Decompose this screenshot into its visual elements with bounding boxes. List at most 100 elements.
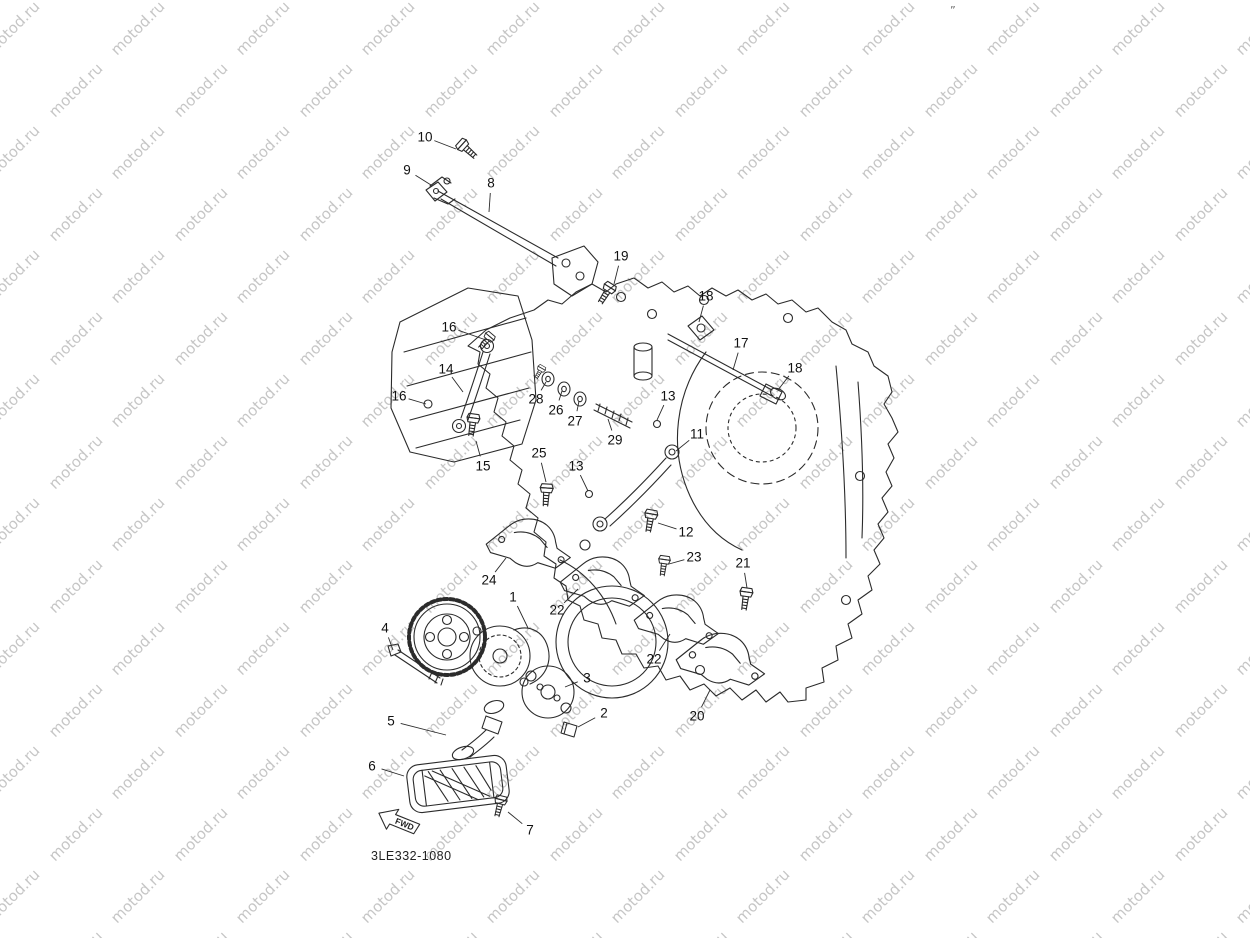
watermark-text: motod.ru [482,0,543,59]
watermark-text: motod.ru [607,741,668,802]
watermark-text: motod.ru [857,245,918,306]
watermark-text: motod.ru [982,865,1043,926]
watermark-text: motod.ru [545,803,606,864]
callout-3: 3 [583,671,591,686]
watermark-text: motod.ru [357,245,418,306]
callout-leader-13 [656,404,665,421]
callout-13: 13 [660,389,675,404]
watermark-text: motod.ru [295,803,356,864]
watermark-text: motod.ru [1107,865,1168,926]
engine-cover-outline [390,287,537,463]
watermark-text: motod.ru [732,617,793,678]
callout-26: 26 [548,403,563,418]
callout-29: 29 [607,433,622,448]
watermark-text: motod.ru [232,493,293,554]
watermark-text: motod.ru [1107,245,1168,306]
watermark-text: motod.ru [607,865,668,926]
watermark-text: motod.ru [1107,369,1168,430]
watermark-text: motod.ru [857,865,918,926]
callout-leader-1 [516,605,529,629]
callout-18: 18 [787,361,802,376]
callout-leader-13 [579,474,589,492]
oil-strainer [406,754,510,814]
watermark-text: motod.ru [1170,431,1231,492]
watermark-text: motod.ru [170,59,231,120]
callout-8: 8 [487,176,495,191]
bolt-23 [655,554,672,577]
callout-4: 4 [381,621,389,636]
callout-7: 7 [526,823,534,838]
watermark-text: motod.ru [607,121,668,182]
watermark-text: motod.ru [920,431,981,492]
watermark-text: motod.ru [670,927,731,938]
callout-leader-29 [607,418,613,431]
bolt-21 [736,586,754,612]
watermark-text: motod.ru [1232,245,1250,306]
callout-16: 16 [391,389,406,404]
watermark-text: motod.ru [0,121,43,182]
watermark-text: motod.ru [982,0,1043,59]
watermark-text: motod.ru [232,0,293,59]
callout-19: 19 [613,249,628,264]
pickup-pipe-5 [451,699,505,761]
watermark-text: motod.ru [670,59,731,120]
watermark-text: motod.ru [857,369,918,430]
watermark-text: motod.ru [920,679,981,740]
watermark-text: motod.ru [1045,59,1106,120]
callout-leader-22 [659,633,671,651]
callout-22: 22 [646,652,661,667]
diagram-code: 3LE332-1080 [371,849,452,863]
watermark-text: motod.ru [857,0,918,59]
callout-17: 17 [733,336,748,351]
watermark-text: motod.ru [107,369,168,430]
watermark-text: motod.ru [420,927,481,938]
watermark-text: motod.ru [670,183,731,244]
callout-leader-9 [415,174,432,186]
callout-leader-24 [494,557,507,573]
watermark-text: motod.ru [545,59,606,120]
callout-leader-4 [387,637,394,651]
watermark-text: motod.ru [982,617,1043,678]
watermark-text: motod.ru [795,927,856,938]
callout-23: 23 [686,550,701,565]
watermark-text: motod.ru [795,307,856,368]
callout-leader-14 [451,376,464,393]
watermark-text: motod.ru [420,59,481,120]
callout-leader-16 [408,398,427,405]
callout-15: 15 [475,459,490,474]
watermark-text: motod.ru [1045,183,1106,244]
callout-leader-28 [540,381,547,391]
watermark-text: motod.ru [45,431,106,492]
watermark-text: motod.ru [45,803,106,864]
callout-13: 13 [568,459,583,474]
callout-21: 21 [735,556,750,571]
watermark-text: motod.ru [1170,183,1231,244]
watermark-text: motod.ru [45,307,106,368]
callout-9: 9 [403,163,411,178]
watermark-text: motod.ru [0,0,43,59]
watermark-text: motod.ru [357,493,418,554]
callout-leader-layer [381,140,790,825]
watermark-text: motod.ru [295,307,356,368]
watermark-text: motod.ru [982,121,1043,182]
watermark-text: motod.ru [107,121,168,182]
callout-leader-11 [675,439,690,452]
gasket-13b [584,489,594,499]
watermark-text: motod.ru [170,679,231,740]
callout-leader-12 [657,522,677,530]
watermark-text: motod.ru [1045,555,1106,616]
washers-26-27-28 [541,371,587,407]
watermark-text: motod.ru [545,927,606,938]
watermark-text: motod.ru [795,555,856,616]
watermark-text: motod.ru [232,369,293,430]
watermark-text: motod.ru [982,369,1043,430]
watermark-text: motod.ru [482,121,543,182]
watermark-text: motod.ru [170,803,231,864]
callout-leader-27 [576,400,580,412]
callout-25: 25 [531,446,546,461]
callout-leader-26 [558,390,563,401]
callout-leader-6 [381,768,405,777]
watermark-text: motod.ru [1170,555,1231,616]
